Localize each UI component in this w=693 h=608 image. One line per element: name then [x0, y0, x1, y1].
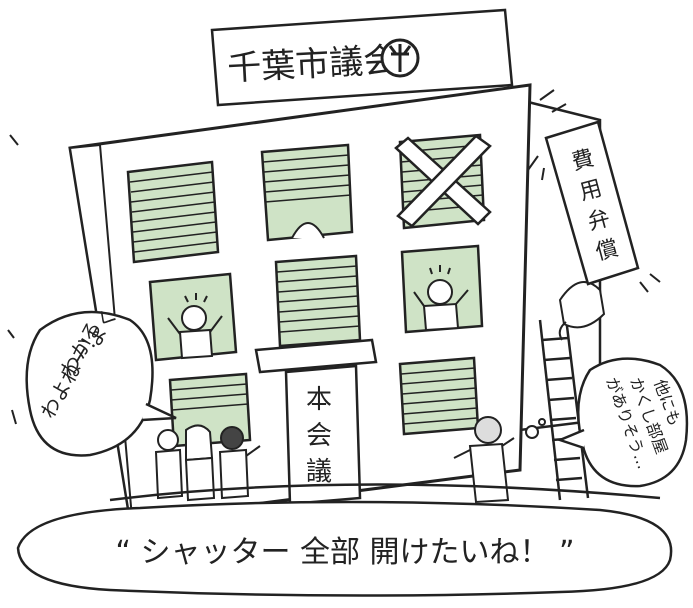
cheering-person [167, 293, 223, 360]
hall-sign-char-1: 本 [306, 385, 332, 415]
left-speech-bubble: よく わかる わよねー！ [25, 304, 177, 457]
window-r1c3-boarded [394, 133, 492, 230]
window-r1c2 [260, 143, 354, 242]
window-r1c1 [126, 160, 220, 264]
window-r2c3 [400, 244, 484, 334]
edge-marks [7, 134, 19, 425]
window-r3c3 [398, 356, 480, 436]
council-sign: 千葉市議会 [210, 8, 514, 107]
council-sign-text: 千葉市議会 [226, 40, 398, 89]
window-r2c1 [148, 272, 238, 362]
ground-line [109, 483, 661, 502]
cheering-woman [413, 265, 469, 332]
window-r2c2 [274, 254, 362, 348]
bottom-banner: “ シャッター 全部 開けたいね！ ” [16, 500, 673, 597]
cost-sign: 費 用 弁 償 [527, 89, 661, 293]
peeking-person-head [291, 222, 325, 239]
entrance: 本 会 議 [254, 338, 378, 506]
hall-sign-char-3: 議 [306, 457, 332, 487]
right-speech-bubble: 他にも かくし部屋 がありそう… [556, 357, 689, 488]
climbing-person [558, 281, 606, 341]
hall-sign-char-2: 会 [306, 421, 332, 451]
banner-caption: “ シャッター 全部 開けたいね！ ” [115, 535, 574, 570]
chiba-emblem-icon [380, 38, 420, 78]
